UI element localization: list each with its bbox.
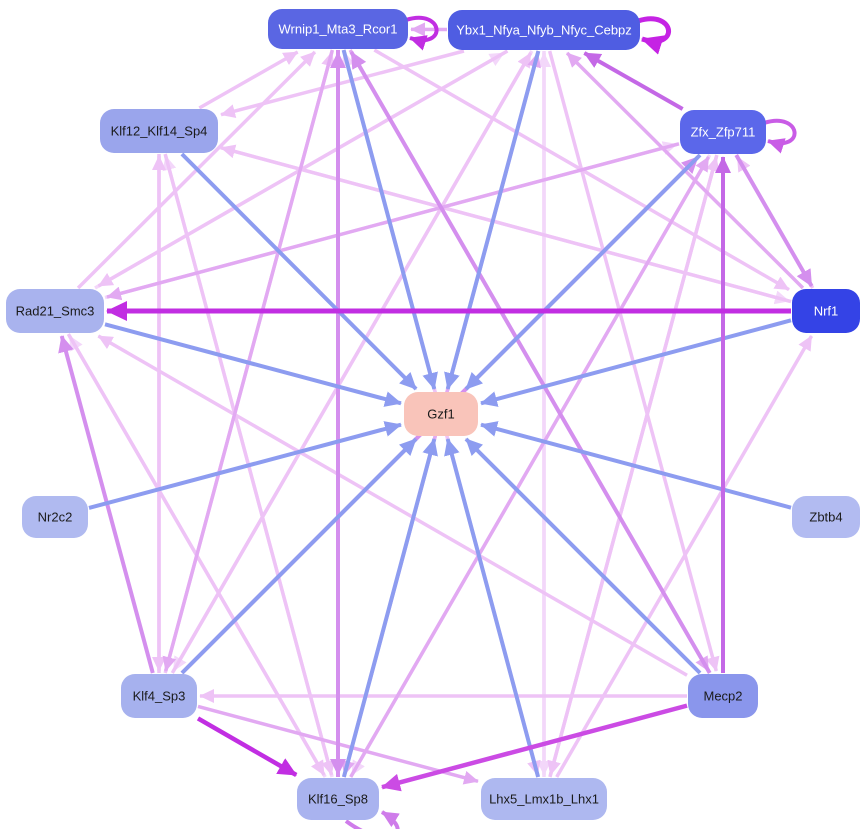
edge-Klf16_Sp8-to-Gzf1 — [341, 438, 438, 778]
edge-Wrnip1_Mta3_Rcor1-to-Gzf1 — [341, 49, 438, 390]
self-loop-Ybx1_Nfya_Nfyb_Nfyc_Cebpz — [637, 16, 671, 55]
edge-Nrf1-to-Klf12_Klf14_Sp4 — [220, 144, 792, 304]
node-box-Klf16_Sp8[interactable] — [297, 778, 379, 820]
edge-Zfx_Zfp711-to-Rad21_Smc3 — [106, 142, 680, 301]
node-box-Rad21_Smc3[interactable] — [6, 289, 104, 333]
edge-Mecp2-to-Gzf1 — [464, 437, 702, 675]
self-loop-Wrnip1_Mta3_Rcor1 — [405, 16, 439, 51]
node-box-Wrnip1_Mta3_Rcor1[interactable] — [268, 9, 408, 49]
edge-Klf12_Klf14_Sp4-to-Wrnip1_Mta3_Rcor1 — [198, 50, 299, 110]
node-box-Zbtb4[interactable] — [792, 496, 860, 538]
node-Klf16_Sp8[interactable]: Klf16_Sp8 — [297, 778, 379, 820]
node-box-Nrf1[interactable] — [792, 289, 860, 333]
edge-Klf16_Sp8-to-Zfx_Zfp711 — [349, 156, 711, 778]
edge-Nr2c2-to-Gzf1 — [88, 421, 402, 510]
edge-Klf4_Sp3-to-Gzf1 — [180, 437, 418, 675]
node-box-Gzf1[interactable] — [404, 392, 478, 436]
self-loop-Zfx_Zfp711 — [763, 119, 797, 154]
node-Nr2c2[interactable]: Nr2c2 — [22, 496, 88, 538]
node-Zbtb4[interactable]: Zbtb4 — [792, 496, 860, 538]
edge-Zbtb4-to-Gzf1 — [480, 421, 792, 510]
edge-Klf4_Sp3-to-Klf16_Sp8 — [196, 716, 298, 777]
node-Rad21_Smc3[interactable]: Rad21_Smc3 — [6, 289, 104, 333]
node-box-Nr2c2[interactable] — [22, 496, 88, 538]
edge-Mecp2-to-Rad21_Smc3 — [97, 334, 688, 677]
node-box-Lhx5_Lmx1b_Lhx1[interactable] — [481, 778, 607, 820]
edge-Klf4_Sp3-to-Ybx1_Nfya_Nfyb_Nfyc_Cebpz — [170, 52, 533, 674]
node-box-Klf4_Sp3[interactable] — [121, 674, 197, 718]
node-Lhx5_Lmx1b_Lhx1[interactable]: Lhx5_Lmx1b_Lhx1 — [481, 778, 607, 820]
edge-Ybx1_Nfya_Nfyb_Nfyc_Cebpz-to-Gzf1 — [444, 50, 541, 390]
node-box-Mecp2[interactable] — [688, 674, 758, 718]
node-box-Ybx1_Nfya_Nfyb_Nfyc_Cebpz[interactable] — [448, 10, 640, 50]
edge-Zfx_Zfp711-to-Ybx1_Nfya_Nfyb_Nfyc_Cebpz — [583, 51, 684, 111]
edge-layer — [58, 16, 815, 829]
edge-Wrnip1_Mta3_Rcor1-to-Klf4_Sp3 — [162, 49, 335, 672]
node-Nrf1[interactable]: Nrf1 — [792, 289, 860, 333]
node-Mecp2[interactable]: Mecp2 — [688, 674, 758, 718]
edge-Rad21_Smc3-to-Gzf1 — [104, 322, 402, 407]
edge-Nrf1-to-Gzf1 — [480, 318, 792, 407]
edge-Mecp2-to-Wrnip1_Mta3_Rcor1 — [349, 51, 712, 674]
node-Ybx1_Nfya_Nfyb_Nfyc_Cebpz[interactable]: Ybx1_Nfya_Nfyb_Nfyc_Cebpz — [448, 10, 640, 50]
edge-Lhx5_Lmx1b_Lhx1-to-Gzf1 — [444, 438, 541, 778]
node-layer: Wrnip1_Mta3_Rcor1 Ybx1_Nfya_Nfyb_Nfyc_Ceb… — [6, 9, 860, 820]
edge-Zfx_Zfp711-to-Gzf1 — [464, 153, 702, 391]
edge-Mecp2-to-Klf16_Sp8 — [381, 703, 688, 792]
node-Klf4_Sp3[interactable]: Klf4_Sp3 — [121, 674, 197, 718]
node-box-Klf12_Klf14_Sp4[interactable] — [100, 109, 218, 153]
node-Klf12_Klf14_Sp4[interactable]: Klf12_Klf14_Sp4 — [100, 109, 218, 153]
node-Zfx_Zfp711[interactable]: Zfx_Zfp711 — [680, 110, 766, 154]
self-loop-Klf16_Sp8 — [344, 810, 400, 829]
node-box-Zfx_Zfp711[interactable] — [680, 110, 766, 154]
edge-Klf12_Klf14_Sp4-to-Gzf1 — [180, 152, 418, 391]
node-Wrnip1_Mta3_Rcor1[interactable]: Wrnip1_Mta3_Rcor1 — [268, 9, 408, 49]
node-Gzf1[interactable]: Gzf1 — [404, 392, 478, 436]
edge-Zfx_Zfp711-to-Nrf1 — [734, 154, 814, 287]
edge-Ybx1_Nfya_Nfyb_Nfyc_Cebpz-to-Klf12_Klf14_Sp4 — [220, 49, 465, 118]
